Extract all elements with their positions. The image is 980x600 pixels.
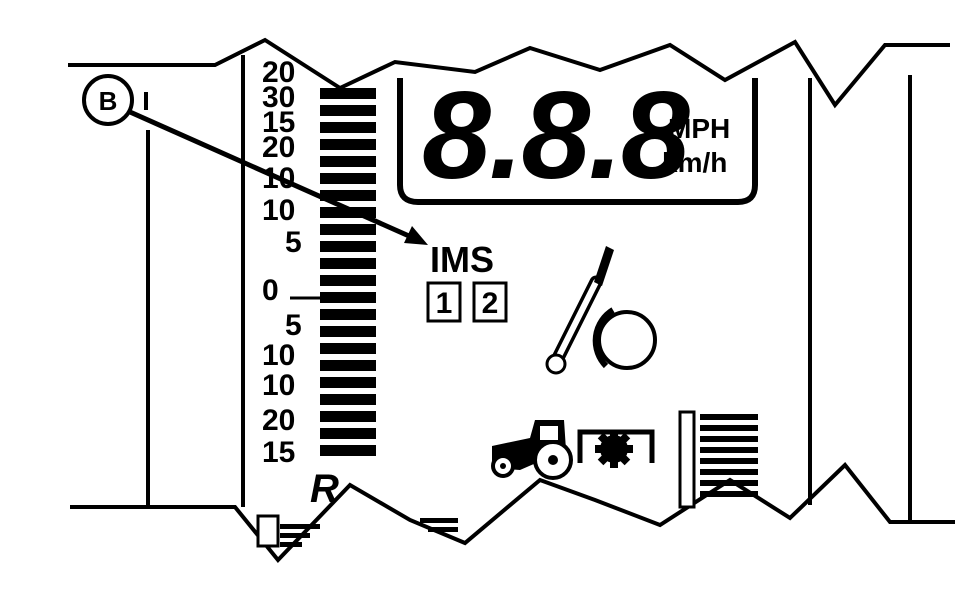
scale-bar-segment xyxy=(320,122,376,133)
speed-digits: 8.8.8 xyxy=(422,67,690,205)
reverse-label: R xyxy=(310,467,339,511)
ims-box-1-label: 1 xyxy=(436,287,453,320)
scale-bar-segment xyxy=(320,88,376,99)
scale-bar-segment xyxy=(320,428,376,439)
scale-label: 10 xyxy=(262,339,295,372)
right-bar-segment xyxy=(700,480,758,486)
hitch-lever-icon xyxy=(545,246,657,375)
right-bar-segment xyxy=(700,458,758,464)
scale-label: 5 xyxy=(285,226,302,259)
ims-box-1 xyxy=(426,281,462,323)
callout-label: B xyxy=(99,86,118,116)
scale-label: 15 xyxy=(262,106,295,139)
scale-bar-segment xyxy=(320,190,376,201)
scale-bar-segment xyxy=(320,139,376,150)
callout-leader-line xyxy=(128,109,420,243)
scale-label: 15 xyxy=(262,436,295,469)
scale-label: 30 xyxy=(262,81,295,114)
scale-bar-segment xyxy=(320,105,376,116)
scale-bar-segment xyxy=(320,207,376,218)
speed-display-frame xyxy=(397,78,758,205)
scale-bar-segment xyxy=(320,309,376,320)
scale-bar-segment xyxy=(320,394,376,405)
scale-bar-segment xyxy=(320,241,376,252)
scale-bar-segment xyxy=(320,275,376,286)
scale-label: 20 xyxy=(262,131,295,164)
callout-arrowhead xyxy=(404,226,428,245)
scale-bar-segment xyxy=(320,173,376,184)
scale-label: 20 xyxy=(262,404,295,437)
lower-gauge-fragment xyxy=(256,514,458,548)
ims-box-2 xyxy=(472,281,508,323)
scale-bar-graph xyxy=(320,88,376,456)
bottom-break-line xyxy=(70,462,955,564)
scale-label: 0 xyxy=(262,274,279,307)
panel-outline xyxy=(68,37,955,564)
scale-label: 5 xyxy=(285,309,302,342)
right-bar-segment xyxy=(700,425,758,431)
pto-gear-icon xyxy=(577,429,655,468)
scale-bar-segment xyxy=(320,258,376,269)
right-bar-segment xyxy=(700,436,758,442)
right-bar-segment xyxy=(700,469,758,475)
scale-bar-segment xyxy=(320,156,376,167)
scale-labels: 20301520101050510102015 xyxy=(262,56,302,469)
unit-kmh: km/h xyxy=(662,147,727,178)
right-bar-gauge xyxy=(678,410,758,509)
right-bar-segment xyxy=(700,414,758,420)
scale-bar-segment xyxy=(320,343,376,354)
ims-box-2-label: 2 xyxy=(482,287,499,320)
right-bar-segment xyxy=(700,447,758,453)
ims-label: IMS xyxy=(430,239,494,280)
scale-bar-segment xyxy=(320,224,376,235)
unit-mph: MPH xyxy=(668,113,730,144)
scale-bar-segment xyxy=(320,377,376,388)
scale-label: 10 xyxy=(262,369,295,402)
scale-bar-segment xyxy=(320,326,376,337)
scale-label: 20 xyxy=(262,56,295,89)
callout-circle xyxy=(82,74,134,126)
scale-bar-segment xyxy=(320,360,376,371)
scale-label: 10 xyxy=(262,194,295,227)
right-bar-segment xyxy=(700,491,758,497)
top-break-line xyxy=(68,37,950,109)
scale-bar-segment xyxy=(320,411,376,422)
scale-bar-segment xyxy=(320,445,376,456)
tractor-icon xyxy=(491,420,573,480)
